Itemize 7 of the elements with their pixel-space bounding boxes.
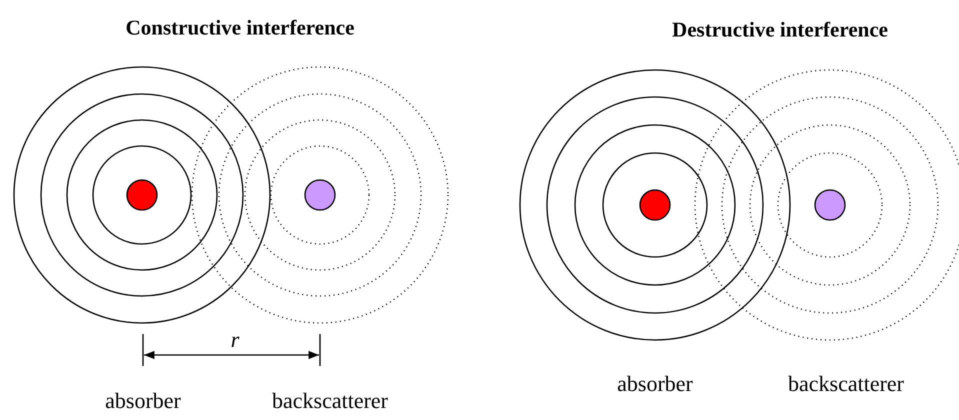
panel-title: Destructive interference: [672, 20, 888, 40]
absorber-label: absorber: [617, 373, 693, 395]
absorber-label: absorber: [105, 390, 181, 412]
backscatterer-label: backscatterer: [788, 373, 904, 395]
panel-title: Constructive interference: [126, 18, 354, 38]
backscatterer-label: backscatterer: [272, 390, 388, 412]
distance-label: r: [230, 329, 240, 351]
